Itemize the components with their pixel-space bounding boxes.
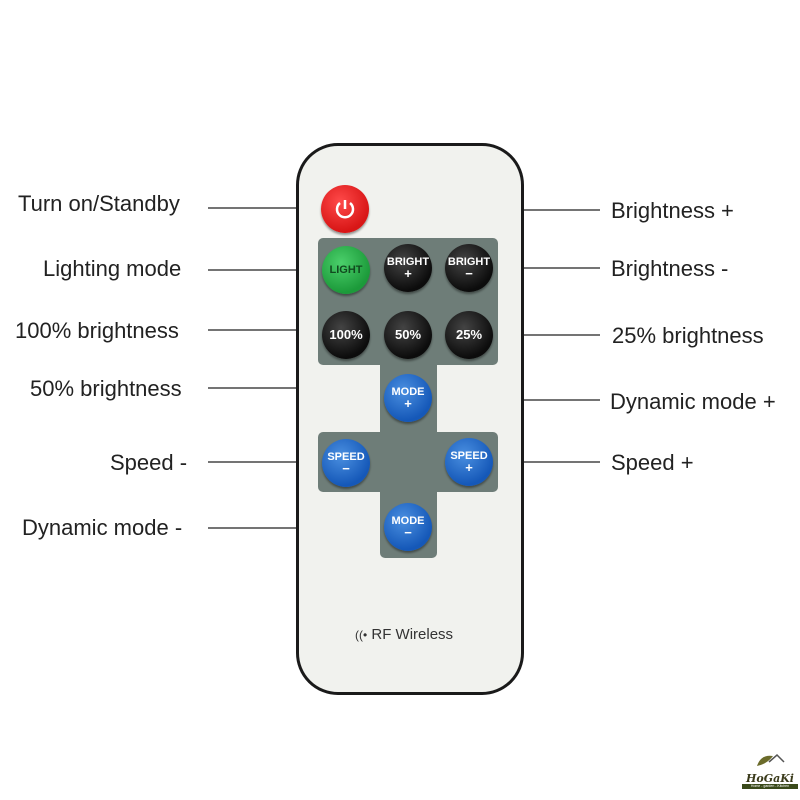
label-turn-on-standby: Turn on/Standby [18, 191, 180, 216]
brightness-25-button[interactable]: 25% [445, 311, 493, 359]
label-50-brightness: 50% brightness [30, 376, 182, 401]
speed-label: SPEED [450, 450, 488, 462]
plus-sign: + [404, 396, 412, 411]
label-25-brightness: 25% brightness [612, 323, 764, 348]
bright-plus-button[interactable]: BRIGHT+ [384, 244, 432, 292]
logo-name: HoGaKi [746, 772, 794, 785]
rf-wireless-label: ((• RF Wireless [355, 626, 453, 643]
plus-sign: + [465, 460, 473, 475]
mode-label: MODE [391, 515, 425, 527]
brand-logo: HoGaKi Home - garden - Kitchen [742, 752, 798, 789]
bright-label: BRIGHT [447, 256, 491, 268]
label-speed-minus: Speed - [110, 450, 188, 475]
power-button[interactable] [321, 185, 369, 233]
light-button[interactable]: LIGHT [322, 246, 370, 294]
p50-label: 50% [394, 327, 422, 342]
speed-label: SPEED [327, 451, 365, 463]
logo-tagline: Home - garden - Kitchen [742, 784, 798, 789]
mode-plus-button[interactable]: MODE+ [384, 374, 432, 422]
power-icon [335, 200, 355, 219]
rf-text: RF Wireless [371, 626, 454, 643]
label-100-brightness: 100% brightness [15, 318, 179, 343]
speed-minus-button[interactable]: SPEED− [322, 439, 370, 487]
leaf-house-icon [757, 753, 785, 766]
minus-sign: − [465, 266, 473, 281]
p25-label: 25% [455, 327, 483, 342]
plus-sign: + [404, 266, 412, 281]
minus-sign: − [342, 461, 350, 476]
p100-label: 100% [329, 327, 363, 342]
bright-label: BRIGHT [386, 256, 430, 268]
label-brightness-plus: Brightness + [611, 198, 734, 223]
light-label: LIGHT [329, 264, 363, 276]
label-dynamic-mode-plus: Dynamic mode + [610, 389, 776, 414]
mode-minus-button[interactable]: MODE− [384, 503, 432, 551]
label-lighting-mode: Lighting mode [43, 256, 182, 281]
wifi-icon: ((• [355, 628, 368, 642]
brightness-50-button[interactable]: 50% [384, 311, 432, 359]
label-brightness-minus: Brightness - [611, 256, 729, 281]
speed-plus-button[interactable]: SPEED+ [445, 438, 493, 486]
label-dynamic-mode-minus: Dynamic mode - [22, 515, 183, 540]
brightness-100-button[interactable]: 100% [322, 311, 370, 359]
minus-sign: − [404, 525, 412, 540]
bright-minus-button[interactable]: BRIGHT− [445, 244, 493, 292]
mode-label: MODE [391, 386, 425, 398]
label-speed-plus: Speed + [611, 450, 694, 475]
